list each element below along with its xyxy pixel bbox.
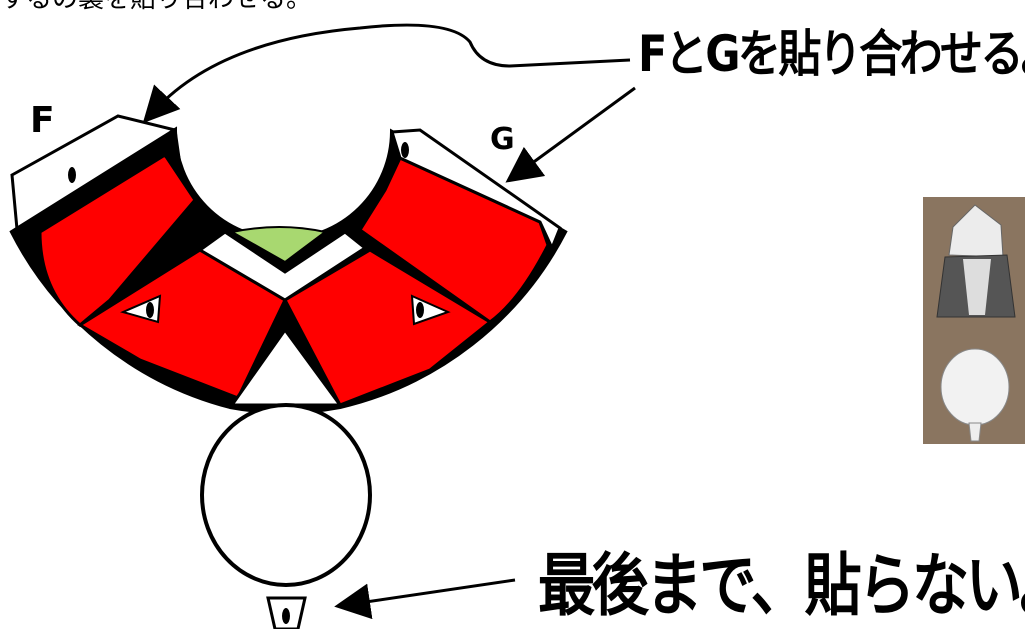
callout-join-fg: FとGを貼り合わせる。 [638, 25, 1025, 83]
callout-do-not-glue: 最後まで、貼らない。 [538, 547, 1025, 626]
red-panel-left [38, 152, 197, 327]
arrow-to-f [142, 23, 631, 124]
finished-hat-photo [923, 197, 1025, 444]
arrow-to-tab [334, 578, 516, 620]
v-strip [197, 230, 368, 302]
tab-g [390, 128, 562, 252]
label-g: G [490, 122, 515, 157]
red-panel-lower-left [77, 248, 287, 400]
green-neck [229, 226, 328, 264]
red-panel-right [357, 156, 550, 324]
label-f: F [30, 100, 55, 141]
top-instruction-text: するの裏を貼り合わせる。 [0, 0, 312, 15]
glue-marks [68, 142, 424, 624]
arrow-to-g [505, 86, 636, 183]
base-circle [200, 403, 372, 587]
red-panel-lower-right [283, 248, 493, 407]
